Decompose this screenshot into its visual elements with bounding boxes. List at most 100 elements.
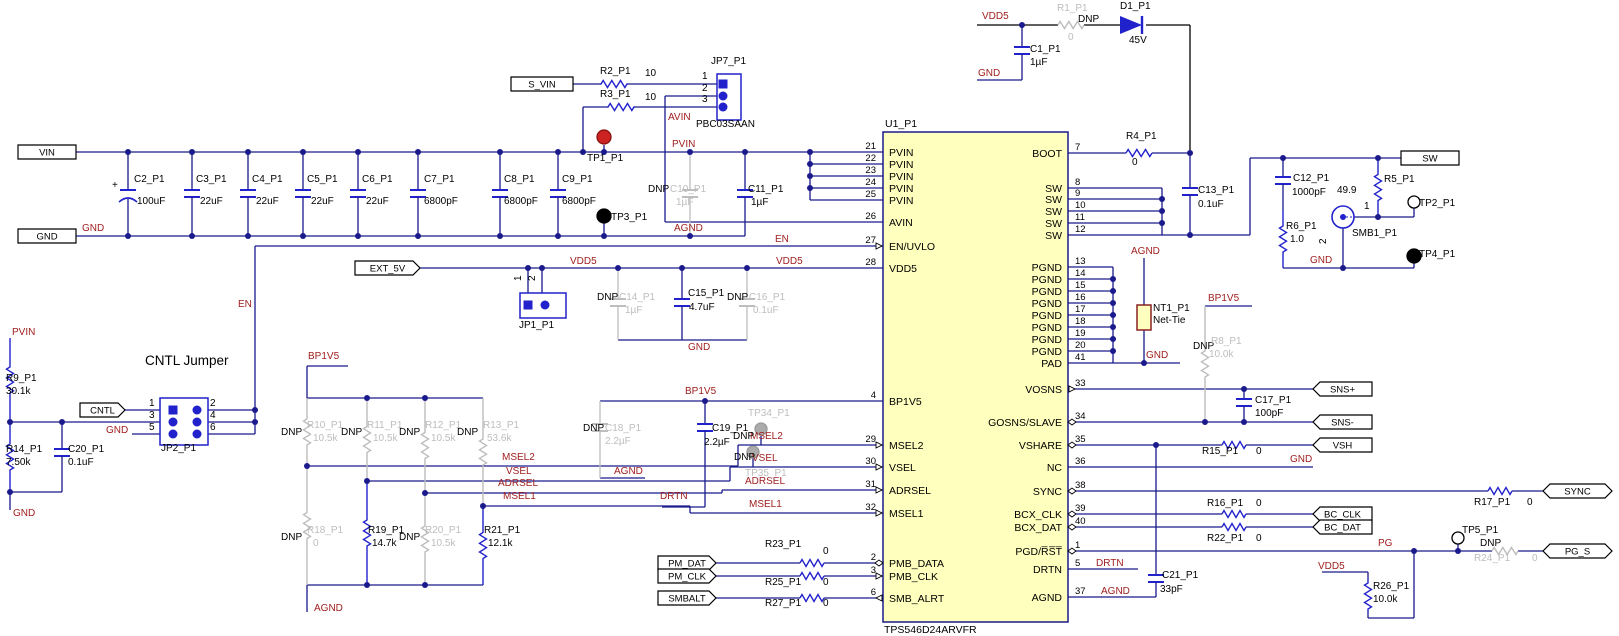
port-pm_dat[interactable] [657,555,717,571]
resistor[interactable] [1491,546,1519,556]
resistor[interactable] [5,338,15,422]
ic-pin-name: PGND [1032,262,1063,274]
resistor[interactable] [1487,486,1513,496]
smb-connector[interactable] [1331,205,1355,229]
resistor[interactable] [799,558,825,568]
junction-dot [539,265,545,271]
resistor[interactable] [420,398,430,493]
dnp-refdes-label: R1_P1 [1057,3,1088,14]
port-vsh[interactable] [1312,437,1373,453]
port-s_vin[interactable] [510,76,574,92]
resistor[interactable] [1200,306,1210,422]
refdes-label: 0 [1256,446,1262,457]
resistor[interactable] [1057,20,1085,30]
resistor[interactable] [1373,158,1383,217]
port-bc_dat[interactable] [1312,519,1373,535]
port-sw[interactable] [1400,150,1460,166]
test-point-gry[interactable] [754,422,768,436]
test-point-blk[interactable] [1406,248,1422,264]
ic-body[interactable] [882,131,1069,623]
resistor[interactable] [607,102,635,112]
resistor[interactable] [478,398,488,506]
test-point-blk[interactable] [596,208,612,224]
ic-pin-name: PVIN [889,183,914,195]
net-tie[interactable] [1136,304,1152,331]
ic-pin-number: 19 [1075,328,1086,339]
junction-dot [744,265,750,271]
refdes-label: 10.0k [1373,594,1398,605]
resistor[interactable] [799,571,825,581]
resistor[interactable] [799,593,825,603]
resistor[interactable] [1221,509,1247,519]
ic-pin-number: 16 [1075,292,1086,303]
jumper-pin[interactable] [168,417,178,427]
ic-pin-name: SW [1045,218,1062,230]
jumper-pin[interactable] [168,429,178,439]
resistor[interactable] [5,422,15,492]
jumper-pin1[interactable] [523,300,533,310]
resistor[interactable] [1278,210,1288,268]
junction-dot [1110,288,1116,294]
port-cntl[interactable] [79,402,126,418]
junction-dot [687,233,693,239]
net-label: AGND [1101,586,1130,597]
ic-pin-name: PGND [1032,346,1063,358]
port-smbalt[interactable] [657,590,717,606]
dnp-refdes-label: 0 [1068,32,1074,43]
refdes-label: 2 [1318,238,1329,244]
junction-dot [300,233,306,239]
net-label: MSEL2 [750,431,783,442]
test-point-wht[interactable] [1451,531,1465,545]
port-pg_s[interactable] [1542,543,1613,559]
resistor[interactable] [1125,148,1153,158]
resistor[interactable] [600,79,628,89]
pin-arrow [1067,547,1077,555]
resistor[interactable] [302,398,312,466]
junction-dot [480,503,486,509]
port-sync[interactable] [1542,483,1613,499]
resistor[interactable] [362,481,372,585]
jumper-pin[interactable] [540,300,550,310]
smb-center-pin [1340,214,1346,220]
port-pm_clk[interactable] [657,568,717,584]
test-point-wht[interactable] [1407,195,1421,209]
refdes-label: R25_P1 [765,577,802,588]
capacitor-polarized-plate[interactable] [118,197,138,203]
pin-arrow [875,242,884,250]
port-label: VIN [39,148,55,159]
resistor[interactable] [302,466,312,585]
ic-pin-number: 23 [865,165,876,176]
jumper-pin[interactable] [718,91,728,101]
ic-pin-name: PVIN [889,195,914,207]
jumper-pin[interactable] [192,417,202,427]
jumper-pin[interactable] [718,102,728,112]
test-point-red[interactable] [596,129,612,145]
resistor[interactable] [362,398,372,481]
jumper-pin1[interactable] [718,79,728,89]
diode[interactable] [1120,16,1142,34]
port-sns-[interactable] [1312,414,1373,430]
jumper-pin[interactable] [192,429,202,439]
port-sns+[interactable] [1312,381,1373,397]
junction-dot [1110,300,1116,306]
resistor[interactable] [1363,580,1373,612]
port-gnd[interactable] [17,228,77,244]
resistor[interactable] [1221,522,1247,532]
ic-pin-name: NC [1047,462,1063,474]
ic-pin-number: 39 [1075,503,1086,514]
resistor[interactable] [478,506,488,585]
refdes-label: TP3_P1 [611,212,648,223]
test-point-gry[interactable] [746,445,760,459]
junction-dot [807,161,813,167]
resistor[interactable] [1221,440,1247,450]
ic-pin-number: 35 [1075,434,1086,445]
resistor[interactable] [420,493,430,585]
refdes-label: 5 [149,422,155,433]
jumper-pin1[interactable] [168,405,178,415]
port-vin[interactable] [17,144,77,160]
port-ext_5v[interactable] [354,260,421,276]
net-label: BP1V5 [685,386,717,397]
ic-pin-number: 41 [1075,352,1086,363]
jumper-pin[interactable] [192,405,202,415]
refdes-label: 49.9 [1337,185,1357,196]
